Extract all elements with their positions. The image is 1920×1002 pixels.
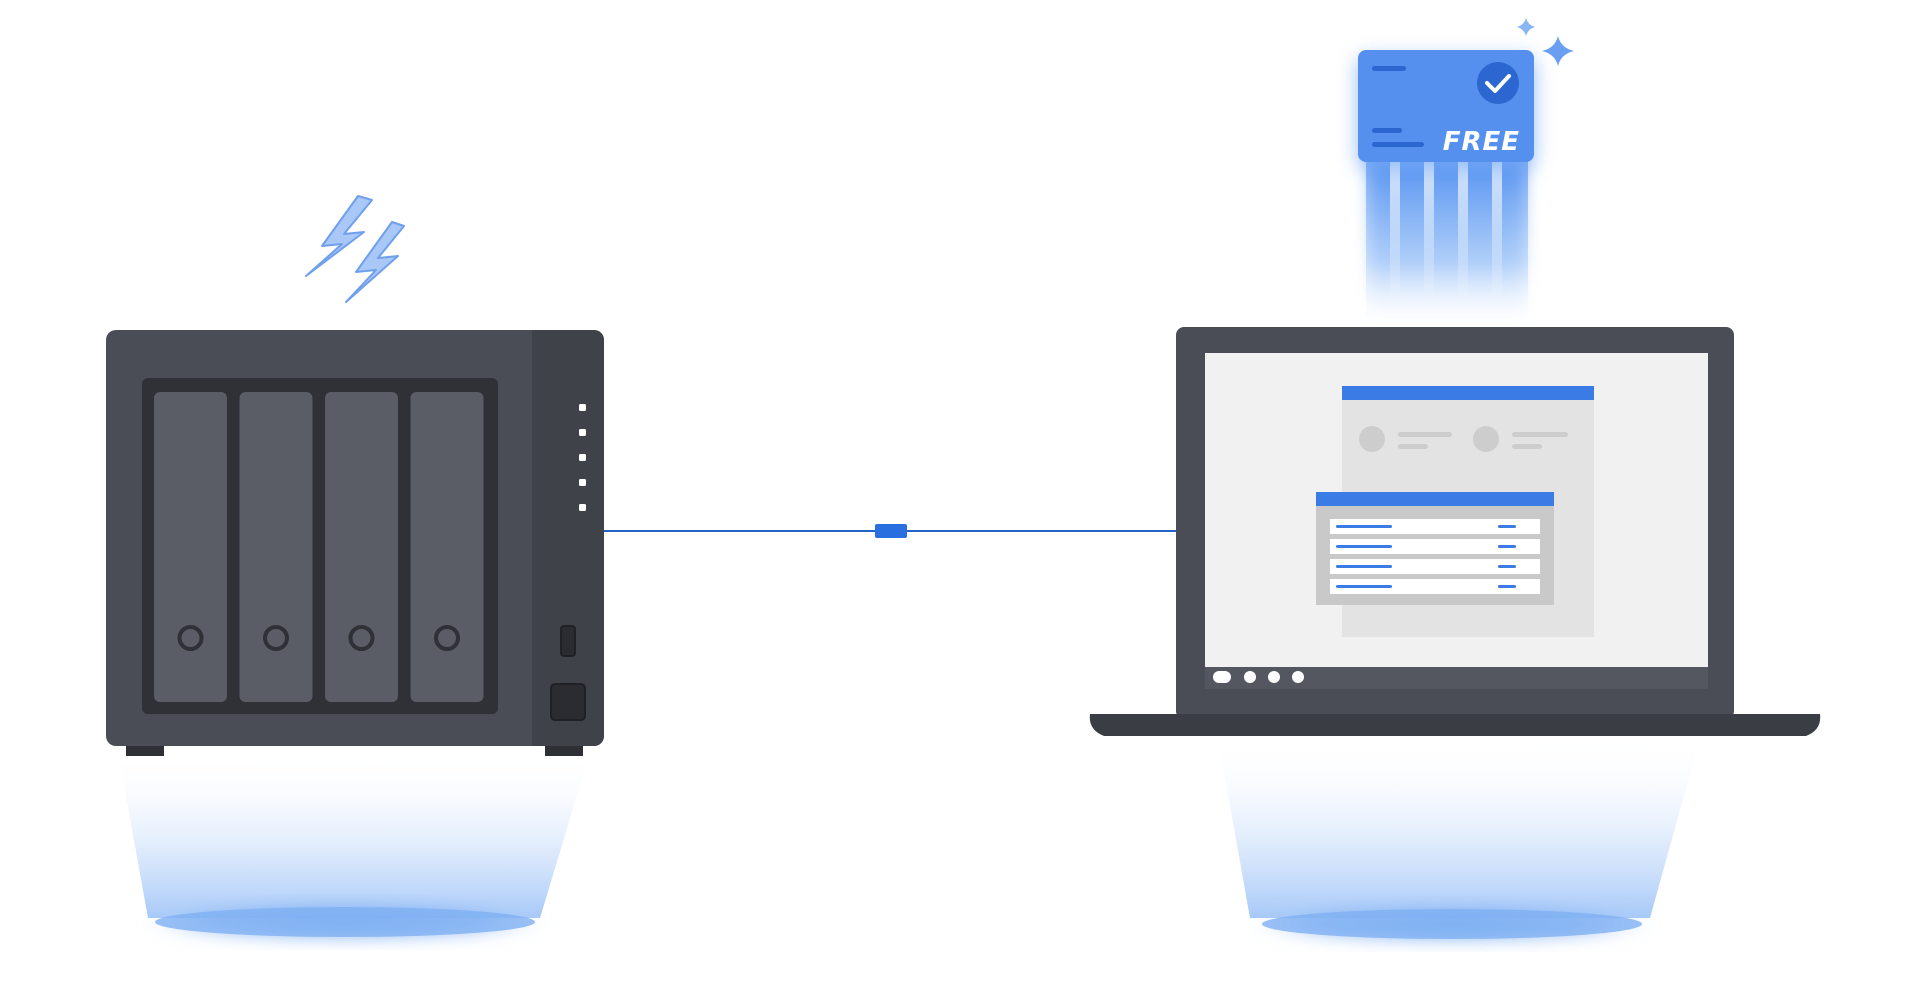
- check-circle-icon: [1477, 62, 1519, 104]
- license-free-label: FREE: [1443, 127, 1520, 157]
- drive-release-button: [177, 625, 204, 651]
- drive-release-button: [263, 625, 289, 651]
- front-window-rows: [1330, 519, 1540, 594]
- network-cable: [604, 524, 1178, 538]
- nas-drive-bays: [154, 392, 484, 702]
- laptop-device: [1089, 327, 1821, 736]
- status-led: [579, 454, 586, 461]
- list-item: [1330, 559, 1540, 574]
- list-item: [1330, 579, 1540, 594]
- front-window: [1316, 492, 1554, 605]
- laptop-base: [1089, 714, 1821, 736]
- laptop-spotlight: [1218, 738, 1700, 944]
- taskbar-app-icon: [1292, 671, 1304, 683]
- drive-bay: [410, 392, 484, 702]
- taskbar-app-icon: [1268, 671, 1280, 683]
- taskbar-app-icon: [1244, 671, 1256, 683]
- drive-bay: [325, 392, 398, 702]
- taskbar-start-icon: [1213, 671, 1231, 683]
- sparkle-icon: [1517, 18, 1574, 66]
- front-window-titlebar: [1316, 492, 1554, 506]
- nas-power-button: [550, 683, 586, 721]
- status-led: [579, 504, 586, 511]
- cable-connector: [875, 524, 907, 538]
- drive-release-button: [434, 625, 460, 651]
- avatar: [1473, 426, 1499, 452]
- laptop-taskbar: [1205, 667, 1708, 689]
- nas-spotlight: [118, 752, 590, 942]
- nas-device: [106, 330, 604, 756]
- taskbar-dots: [1213, 671, 1304, 683]
- license-data-streams: [1366, 160, 1528, 330]
- drive-bay: [239, 392, 313, 702]
- nas-drive-frame: [142, 378, 498, 714]
- drive-release-button: [348, 625, 375, 651]
- status-led: [579, 479, 586, 486]
- nas-usb-port: [560, 625, 576, 657]
- license-card: FREE: [1358, 50, 1534, 168]
- nas-status-leds: [579, 404, 586, 511]
- drive-bay: [154, 392, 227, 702]
- back-window-titlebar: [1342, 386, 1594, 400]
- list-item: [1330, 519, 1540, 534]
- list-item: [1330, 539, 1540, 554]
- status-led: [579, 404, 586, 411]
- avatar: [1359, 426, 1385, 452]
- lightning-bolt-icon: [305, 195, 405, 303]
- status-led: [579, 429, 586, 436]
